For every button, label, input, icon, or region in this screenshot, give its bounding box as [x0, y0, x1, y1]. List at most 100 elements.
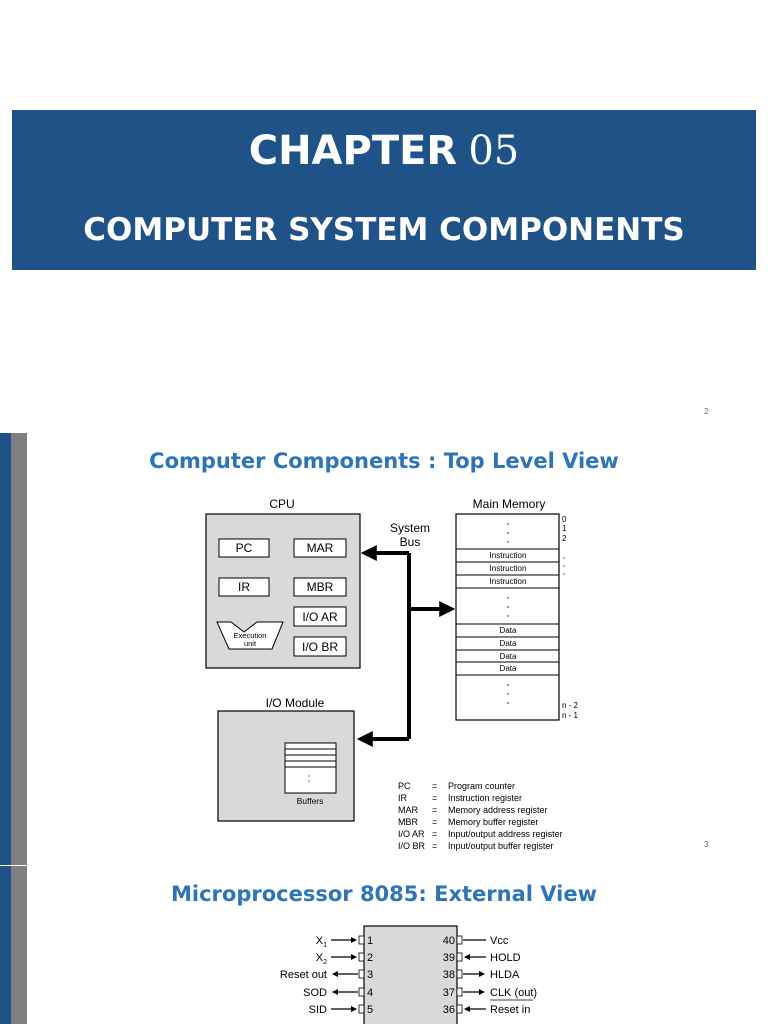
- register-ir: IR: [238, 580, 250, 594]
- memory-cell: Instruction: [490, 577, 527, 586]
- legend-eq: =: [432, 805, 437, 815]
- pin-label: Vcc: [490, 935, 509, 947]
- components-slide: Computer Components : Top Level View CPU…: [0, 433, 768, 865]
- pin-number: 3: [367, 969, 373, 981]
- memory-cell: Instruction: [490, 564, 527, 573]
- left-pin-lines: [331, 937, 358, 1012]
- right-pin-stubs: [456, 935, 463, 1014]
- legend-abbr: PC: [398, 781, 411, 791]
- legend-desc: Memory buffer register: [448, 817, 538, 827]
- register-mbr: MBR: [307, 580, 334, 594]
- slide-edge-accent: [0, 433, 11, 865]
- pin-label: CLK (out): [490, 987, 537, 999]
- pin-label: SOD: [303, 987, 327, 999]
- pin-number: 39: [443, 952, 455, 964]
- right-pin-numbers: 40 39 38 37 36: [443, 935, 455, 1016]
- register-ioar: I/O AR: [302, 610, 338, 624]
- legend-abbr: I/O AR: [398, 829, 425, 839]
- register-pc: PC: [236, 541, 253, 555]
- left-pins: X1 X2 Reset out SOD SID: [280, 935, 327, 1016]
- legend-abbr: MAR: [398, 805, 419, 815]
- pin-label: Reset in: [490, 1004, 530, 1016]
- chapter-word: CHAPTER: [248, 128, 458, 174]
- register-box-mbr: [293, 577, 347, 597]
- pin-label: X2: [316, 952, 327, 966]
- pin-number: 2: [367, 952, 373, 964]
- memory-address: n - 1: [562, 711, 579, 720]
- register-iobr: I/O BR: [302, 640, 338, 654]
- legend-eq: =: [432, 793, 437, 803]
- memory-cell: Instruction: [490, 551, 527, 560]
- bus-label-line2: Bus: [400, 535, 421, 549]
- legend-desc: Input/output buffer register: [448, 841, 553, 851]
- buffers-label: Buffers: [297, 796, 324, 806]
- legend-desc: Program counter: [448, 781, 515, 791]
- right-pin-lines: [463, 939, 486, 1012]
- memory-cell: Data: [500, 626, 517, 635]
- execution-unit-line2: unit: [244, 639, 257, 648]
- slide-edge-bar: [11, 866, 27, 1024]
- execution-unit-line1: Execution: [234, 631, 267, 640]
- io-module-label: I/O Module: [266, 696, 325, 710]
- right-pins: Vcc HOLD HLDA CLK (out) Reset in: [490, 935, 537, 1016]
- slide-title: Microprocessor 8085: External View: [171, 882, 597, 906]
- legend-abbr: MBR: [398, 817, 419, 827]
- legend-eq: =: [432, 817, 437, 827]
- legend-abbr: IR: [398, 793, 408, 803]
- memory-cell: Data: [500, 664, 517, 673]
- pin-number: 4: [367, 987, 373, 999]
- left-pin-stubs: [358, 935, 365, 1014]
- register-box-pc: [218, 538, 270, 558]
- pin-number: 5: [367, 1004, 373, 1016]
- legend: PC = Program counter IR = Instruction re…: [398, 781, 563, 851]
- chapter-heading: CHAPTER 05: [12, 128, 756, 174]
- legend-desc: Memory address register: [448, 805, 548, 815]
- pin-label: HOLD: [490, 952, 521, 964]
- register-mar: MAR: [307, 541, 334, 555]
- memory-box: [455, 513, 560, 721]
- buffers-dividers: [285, 748, 336, 768]
- memory-address: n - 2: [562, 701, 579, 710]
- chapter-number: 05: [468, 128, 520, 174]
- pin-label: X1: [316, 935, 327, 949]
- memory-ellipsis-dots: [507, 523, 565, 704]
- bus-label-line1: System: [390, 521, 430, 535]
- chip-body: [363, 925, 458, 1024]
- chip-pinout-diagram: X1 X2 Reset out SOD SID 1 2 3 4 5: [280, 925, 537, 1024]
- legend-desc: Instruction register: [448, 793, 522, 803]
- pin-number: 38: [443, 969, 455, 981]
- register-box-ir: [218, 577, 270, 597]
- pin-label: Reset out: [280, 969, 327, 981]
- top-level-view-diagram: CPU PC MAR IR MBR I/O AR I/O BR Executio…: [205, 497, 579, 851]
- page-number: 3: [704, 840, 709, 849]
- slide-title: Computer Components : Top Level View: [149, 449, 619, 473]
- memory-cell: Data: [500, 652, 517, 661]
- legend-abbr: I/O BR: [398, 841, 426, 851]
- title-slide: CHAPTER 05 COMPUTER SYSTEM COMPONENTS 2: [0, 0, 768, 430]
- slide-edge-bar: [11, 433, 27, 865]
- pin-number: 37: [443, 987, 455, 999]
- microprocessor-slide: Microprocessor 8085: External View X1 X2…: [0, 866, 768, 1024]
- cpu-label: CPU: [269, 497, 294, 511]
- register-box-iobr: [293, 636, 347, 657]
- pin-label: HLDA: [490, 969, 520, 981]
- pin-label: SID: [309, 1004, 327, 1016]
- buffers-box: [284, 742, 337, 794]
- memory-address: 1: [562, 524, 567, 533]
- pin-number: 1: [367, 935, 373, 947]
- chapter-subtitle: COMPUTER SYSTEM COMPONENTS: [83, 212, 685, 248]
- chapter-banner: CHAPTER 05 COMPUTER SYSTEM COMPONENTS: [12, 110, 756, 270]
- legend-eq: =: [432, 781, 437, 791]
- execution-unit-shape: [216, 621, 284, 650]
- memory-dividers: [456, 548, 559, 676]
- pin-number: 40: [443, 935, 455, 947]
- register-box-ioar: [293, 606, 347, 627]
- legend-desc: Input/output address register: [448, 829, 563, 839]
- memory-label: Main Memory: [473, 497, 546, 511]
- buffer-dot: [308, 775, 310, 777]
- page-number: 2: [704, 407, 709, 416]
- buffer-dot: [308, 780, 310, 782]
- register-box-mar: [293, 538, 347, 558]
- memory-address: 2: [562, 534, 567, 543]
- legend-eq: =: [432, 841, 437, 851]
